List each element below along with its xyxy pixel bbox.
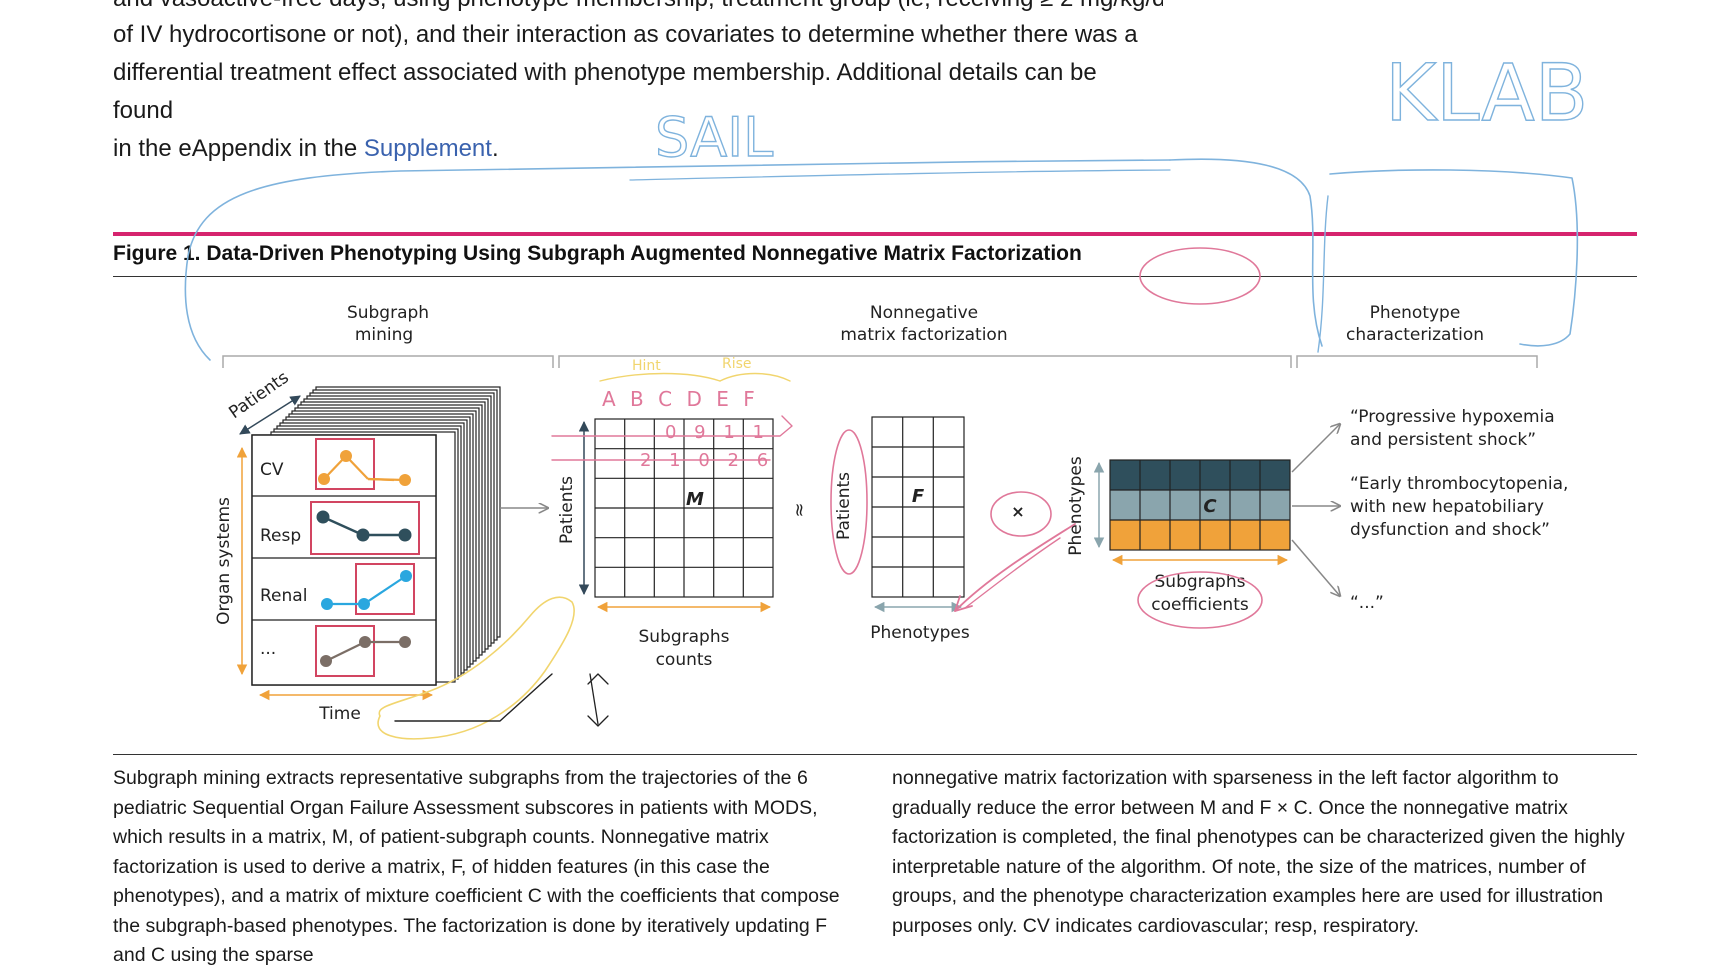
- axis-label-patients: Patients: [225, 368, 292, 423]
- phenotype-2-text: “Early thrombocytopenia,: [1350, 474, 1568, 494]
- figure-caption-right: nonnegative matrix factorization with sp…: [892, 764, 1642, 941]
- axis-label-organ: Organ systems: [214, 497, 234, 625]
- phenotype-1-text: and persistent shock”: [1350, 430, 1536, 450]
- figure-accent-rule: [113, 232, 1637, 236]
- row-label-more: ...: [260, 639, 276, 659]
- approx-symbol: ≈: [789, 502, 810, 517]
- intro-line: differential treatment effect associated…: [113, 59, 1097, 124]
- supplement-link[interactable]: Supplement: [363, 135, 492, 162]
- matrix-c-label: C: [1203, 496, 1217, 517]
- figure-bottom-rule: [113, 754, 1637, 755]
- caption-text: Subgraph mining extracts representative …: [113, 767, 840, 966]
- f-row-axis-label: Patients: [834, 472, 854, 540]
- handwriting-row1: 0 9 1 1: [665, 422, 770, 443]
- phenotype-3-text: “...”: [1350, 593, 1384, 613]
- subgraph-box-more: [315, 625, 375, 677]
- matrix-m-label: M: [686, 489, 704, 510]
- caption-text: nonnegative matrix factorization with sp…: [892, 767, 1625, 937]
- phenotype-2-text: with new hepatobiliary: [1350, 497, 1544, 517]
- figure-title: Figure 1. Data-Driven Phenotyping Using …: [113, 242, 1082, 265]
- c-row-axis-label: Phenotypes: [1066, 456, 1086, 556]
- axis-label-time: Time: [318, 704, 361, 724]
- intro-line: of IV hydrocortisone or not), and their …: [113, 21, 1138, 48]
- row-label-renal: Renal: [260, 586, 307, 606]
- handwriting-letters: A B C D E F: [602, 387, 759, 411]
- handwritten-annotations: [184, 158, 1579, 740]
- bracket-phenotype: [1296, 355, 1538, 368]
- intro-line: in the eAppendix in the Supplement.: [113, 130, 1163, 168]
- section-brackets: [222, 355, 1538, 368]
- handwriting-rise: Rise: [722, 356, 752, 372]
- matrix-m: [594, 418, 774, 598]
- m-row-axis-label: Patients: [557, 476, 577, 544]
- intro-text: .: [491, 135, 499, 162]
- times-symbol: ×: [1011, 502, 1024, 521]
- section-label-nmf: matrix factorization: [840, 325, 1007, 345]
- subgraph-box-resp: [310, 501, 420, 555]
- figure-title-rule: [113, 276, 1637, 277]
- intro-line-clipped: and vasoactive-free days, using phenotyp…: [113, 0, 1163, 16]
- bracket-nmf: [558, 355, 1292, 368]
- row-label-cv: CV: [260, 460, 284, 480]
- section-label-phenotype: characterization: [1346, 325, 1484, 345]
- phenotype-arrow: [1291, 539, 1340, 596]
- phenotype-1-text: “Progressive hypoxemia: [1350, 407, 1555, 427]
- row-label-resp: Resp: [260, 526, 301, 546]
- c-col-axis-label: coefficients: [1151, 595, 1249, 615]
- intro-paragraph: and vasoactive-free days, using phenotyp…: [113, 0, 1163, 168]
- matrix-f: [871, 416, 965, 598]
- figure-caption-left: Subgraph mining extracts representative …: [113, 764, 863, 971]
- section-label-nmf: Nonnegative: [870, 303, 978, 323]
- m-col-axis-label: counts: [656, 650, 713, 670]
- handwriting-hint: Hint: [632, 358, 661, 374]
- front-sheet: CV Resp Renal ...: [251, 434, 437, 686]
- section-label-subgraph: Subgraph: [347, 303, 429, 323]
- section-label-subgraph: mining: [355, 325, 413, 345]
- figure-diagram: Subgraph mining Nonnegative matrix facto…: [184, 48, 1589, 740]
- phenotype-2-text: dysfunction and shock”: [1350, 520, 1550, 540]
- handwriting-sail: SAIL: [655, 106, 773, 169]
- section-label-phenotype: Phenotype: [1370, 303, 1461, 323]
- bracket-subgraph: [222, 355, 554, 368]
- matrix-f-label: F: [912, 486, 925, 507]
- f-col-axis-label: Phenotypes: [870, 623, 970, 643]
- phenotype-arrow: [1291, 424, 1340, 473]
- handwriting-klab: KLAB: [1385, 49, 1588, 139]
- patients-axis-arrow: [239, 395, 301, 435]
- subgraph-box-cv: [315, 438, 375, 490]
- subgraph-box-renal: [355, 563, 415, 615]
- m-col-axis-label: Subgraphs: [639, 627, 730, 647]
- c-col-axis-label: Subgraphs: [1155, 572, 1246, 592]
- matrix-c: [1109, 459, 1291, 551]
- handwriting-row2: 2 1 0 2 6: [640, 450, 774, 471]
- intro-text: in the eAppendix in the: [113, 135, 364, 162]
